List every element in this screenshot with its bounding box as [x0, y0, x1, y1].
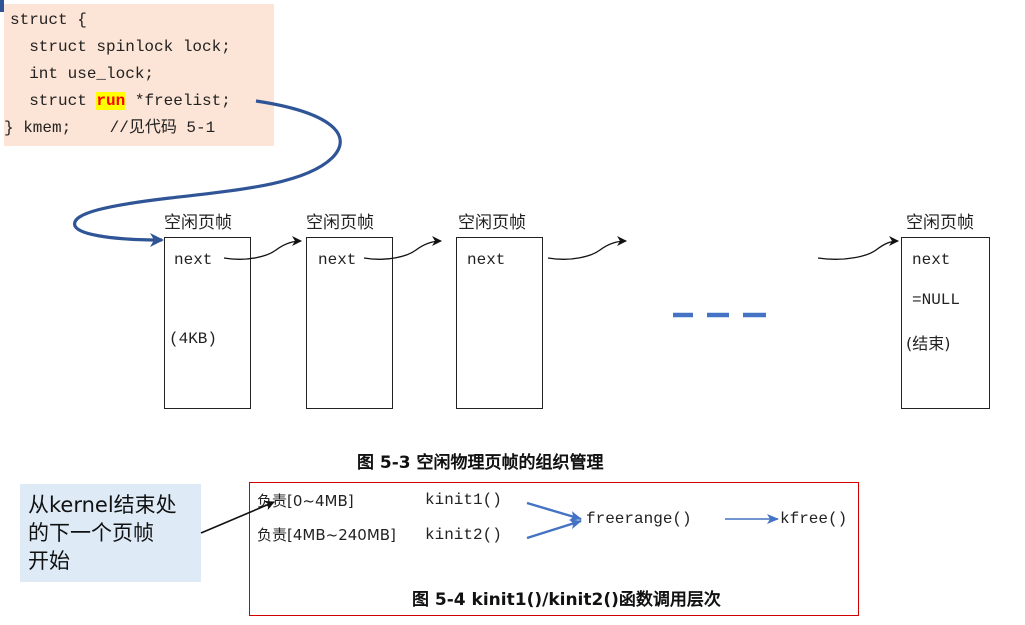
- frame-4-null: =NULL: [912, 291, 961, 309]
- call-arrow-kinit2: [526, 519, 582, 540]
- note-line-2: 的下一个页帧: [28, 521, 154, 545]
- code-block: struct { struct spinlock lock; int use_l…: [4, 4, 274, 146]
- figure-5-4-caption: 图 5-4 kinit1()/kinit2()函数调用层次: [412, 590, 721, 610]
- frame-2-next: next: [318, 251, 357, 269]
- freelist-pointer-curve: [73, 99, 342, 247]
- kinit2-range-label: 负责[4MB~240MB]: [257, 526, 396, 544]
- next-arrow-2: [363, 236, 442, 260]
- code-line-4-prefix: struct: [10, 92, 97, 110]
- next-arrow-3: [547, 236, 627, 260]
- frame-3-next: next: [467, 251, 506, 269]
- figure-5-4-box: 负责[0~4MB] kinit1() 负责[4MB~240MB] kinit2(…: [249, 482, 859, 616]
- kinit1-label: kinit1(): [425, 491, 502, 509]
- annotation-note: 从kernel结束处 的下一个页帧 开始: [20, 484, 201, 582]
- code-line-4: struct run *freelist;: [10, 91, 231, 111]
- note-pointer-arrow: [200, 500, 275, 534]
- frame-1-size: (4KB): [169, 330, 218, 348]
- page-frame-2: next: [306, 237, 393, 409]
- frame-1-next: next: [174, 251, 213, 269]
- kinit1-range-label: 负责[0~4MB]: [257, 492, 354, 510]
- freerange-label: freerange(): [586, 510, 692, 528]
- note-line-1: 从kernel结束处: [28, 493, 177, 517]
- figure-5-3-caption: 图 5-3 空闲物理页帧的组织管理: [357, 453, 604, 473]
- frame-4-next: next: [912, 251, 951, 269]
- code-line-4-suffix: *freelist;: [125, 92, 231, 110]
- code-line-5: } kmem; //见代码 5-1: [4, 119, 216, 137]
- code-line-3: int use_lock;: [10, 65, 155, 83]
- next-arrow-4: [817, 236, 899, 260]
- code-highlight-run: run: [96, 92, 126, 110]
- code-line-2: struct spinlock lock;: [10, 38, 231, 56]
- corner-marker: [0, 0, 4, 12]
- frame-title-1: 空闲页帧: [164, 213, 232, 233]
- page-frame-3: next: [456, 237, 543, 409]
- frame-title-3: 空闲页帧: [458, 213, 526, 233]
- note-line-3: 开始: [28, 549, 70, 573]
- frame-title-4: 空闲页帧: [906, 213, 974, 233]
- kinit2-label: kinit2(): [425, 526, 502, 544]
- page-frame-4: next =NULL (结束): [901, 237, 990, 409]
- frame-title-2: 空闲页帧: [306, 213, 374, 233]
- call-arrow-kinit1: [526, 501, 582, 521]
- page-frame-1: next (4KB): [164, 237, 251, 409]
- code-line-1: struct {: [10, 11, 87, 29]
- next-arrow-1: [223, 236, 302, 260]
- kfree-label: kfree(): [780, 510, 848, 528]
- frame-4-end: (结束): [906, 334, 951, 353]
